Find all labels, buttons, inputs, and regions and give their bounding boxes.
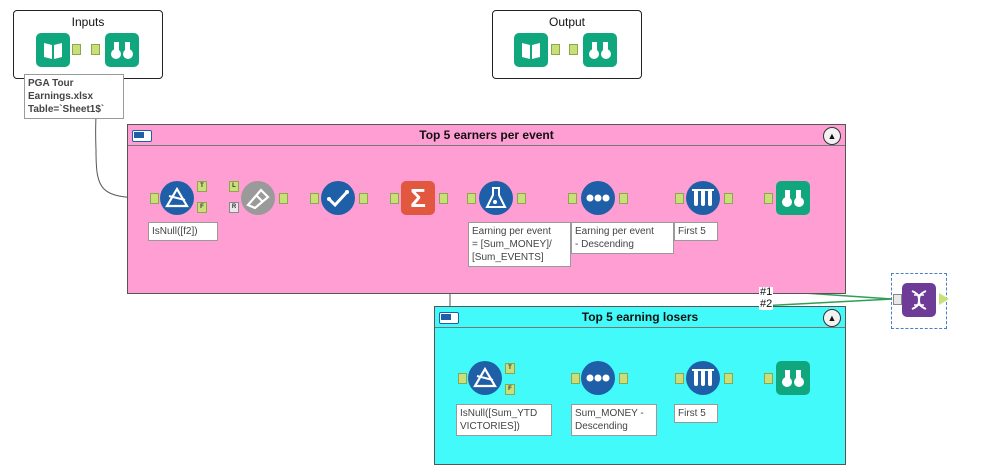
union-input-anchor[interactable] bbox=[893, 294, 902, 305]
sort1-annotation-line2: - Descending bbox=[575, 239, 634, 250]
filter2-false-anchor[interactable]: F bbox=[505, 384, 515, 395]
container-losers-title: Top 5 earning losers bbox=[581, 310, 699, 324]
sort2-annotation: Sum_MONEY - Descending bbox=[571, 404, 657, 436]
output-browse-anchor[interactable] bbox=[569, 44, 578, 55]
formula-annotation-line3: [Sum_EVENTS] bbox=[472, 252, 544, 263]
filter-triangle-icon bbox=[473, 366, 497, 388]
formula-input-anchor[interactable] bbox=[467, 193, 476, 204]
sample1-input-anchor[interactable] bbox=[675, 193, 684, 204]
join-left-anchor[interactable]: L bbox=[229, 181, 239, 192]
sample-tool-1[interactable] bbox=[686, 181, 720, 215]
browse-tool-output[interactable] bbox=[583, 33, 617, 67]
filter-tool-1[interactable] bbox=[160, 181, 194, 215]
container-losers-collapse-button[interactable]: ▲ bbox=[823, 309, 841, 327]
browse2-input-anchor[interactable] bbox=[764, 373, 773, 384]
filter2-annotation-line1: IsNull([Sum_YTD bbox=[460, 408, 538, 419]
browse-input-anchor[interactable] bbox=[91, 44, 100, 55]
browse-tool-inputs[interactable] bbox=[105, 33, 139, 67]
browse-tool-row2[interactable] bbox=[776, 361, 810, 395]
union-connection-label-1: #1 bbox=[759, 286, 774, 298]
summarize-input-anchor[interactable] bbox=[390, 193, 399, 204]
select-tool[interactable] bbox=[321, 181, 355, 215]
sample-tool-2[interactable] bbox=[686, 361, 720, 395]
input-output-anchor[interactable] bbox=[72, 44, 81, 55]
join-icon bbox=[246, 188, 270, 210]
dna-icon bbox=[911, 290, 927, 310]
container-losers-header: Top 5 earning losers ▲ bbox=[435, 307, 845, 328]
inputs-group-title: Inputs bbox=[71, 15, 105, 29]
binoculars-icon bbox=[782, 190, 804, 207]
container-top-title: Top 5 earners per event bbox=[419, 128, 554, 142]
sample2-input-anchor[interactable] bbox=[675, 373, 684, 384]
sort-tool-1[interactable] bbox=[581, 181, 615, 215]
sort2-annotation-line2: Descending bbox=[575, 421, 628, 432]
sort2-annotation-line1: Sum_MONEY - bbox=[575, 408, 644, 419]
select-input-anchor[interactable] bbox=[310, 193, 319, 204]
sort1-input-anchor[interactable] bbox=[568, 193, 577, 204]
browse1-input-anchor[interactable] bbox=[764, 193, 773, 204]
filter1-annotation: IsNull([f2]) bbox=[148, 222, 218, 241]
container-top-toggle[interactable] bbox=[132, 130, 152, 142]
filter2-input-anchor[interactable] bbox=[458, 373, 467, 384]
sort1-annotation: Earning per event - Descending bbox=[571, 222, 674, 254]
sort2-input-anchor[interactable] bbox=[571, 373, 580, 384]
join-right-anchor[interactable]: R bbox=[229, 202, 239, 213]
join-output-anchor[interactable] bbox=[279, 193, 288, 204]
binoculars-icon bbox=[111, 42, 133, 59]
formula-output-anchor[interactable] bbox=[517, 193, 526, 204]
output-tool-anchor[interactable] bbox=[551, 44, 560, 55]
test-tubes-icon bbox=[692, 369, 714, 386]
union-tool[interactable] bbox=[902, 283, 936, 317]
filter2-annotation: IsNull([Sum_YTD VICTORIES]) bbox=[456, 404, 552, 436]
filter1-input-anchor[interactable] bbox=[150, 193, 159, 204]
summarize-output-anchor[interactable] bbox=[439, 193, 448, 204]
input-annotation-line1: PGA Tour bbox=[28, 78, 74, 89]
check-icon bbox=[327, 190, 349, 208]
filter1-true-anchor[interactable]: T bbox=[197, 181, 207, 192]
union-connection-label-2: #2 bbox=[759, 298, 774, 310]
sample1-annotation: First 5 bbox=[674, 222, 718, 241]
filter-triangle-icon bbox=[165, 186, 189, 208]
input-annotation-line3: Table=`Sheet1$` bbox=[28, 104, 105, 115]
test-tubes-icon bbox=[692, 189, 714, 206]
dots-icon bbox=[586, 374, 610, 382]
flask-icon bbox=[485, 187, 507, 208]
book-icon bbox=[44, 43, 62, 59]
input-annotation-line2: Earnings.xlsx bbox=[28, 91, 94, 102]
filter1-false-anchor[interactable]: F bbox=[197, 202, 207, 213]
sample1-output-anchor[interactable] bbox=[724, 193, 733, 204]
sort1-output-anchor[interactable] bbox=[619, 193, 628, 204]
select-output-anchor[interactable] bbox=[359, 193, 368, 204]
binoculars-icon bbox=[589, 42, 611, 59]
join-tool[interactable] bbox=[241, 181, 275, 215]
container-top-header: Top 5 earners per event ▲ bbox=[128, 125, 845, 146]
output-group-title: Output bbox=[548, 15, 586, 29]
book-output-icon bbox=[522, 43, 540, 59]
sort1-annotation-line1: Earning per event bbox=[575, 226, 654, 237]
container-losers-toggle[interactable] bbox=[439, 312, 459, 324]
summarize-tool[interactable]: Σ bbox=[401, 181, 435, 215]
binoculars-icon bbox=[782, 370, 804, 387]
sort2-output-anchor[interactable] bbox=[619, 373, 628, 384]
filter2-true-anchor[interactable]: T bbox=[505, 363, 515, 374]
input-tool-annotation: PGA Tour Earnings.xlsx Table=`Sheet1$` bbox=[24, 74, 124, 119]
formula-annotation: Earning per event = [Sum_MONEY]/ [Sum_EV… bbox=[468, 222, 571, 267]
formula-annotation-line2: = [Sum_MONEY]/ bbox=[472, 239, 552, 250]
formula-tool[interactable] bbox=[479, 181, 513, 215]
filter2-annotation-line2: VICTORIES]) bbox=[460, 421, 520, 432]
input-data-tool[interactable] bbox=[36, 33, 70, 67]
dots-icon bbox=[586, 194, 610, 202]
sample2-annotation: First 5 bbox=[674, 404, 718, 423]
output-data-tool[interactable] bbox=[514, 33, 548, 67]
browse-tool-row1[interactable] bbox=[776, 181, 810, 215]
formula-annotation-line1: Earning per event bbox=[472, 226, 551, 237]
container-top-collapse-button[interactable]: ▲ bbox=[823, 127, 841, 145]
sort-tool-2[interactable] bbox=[581, 361, 615, 395]
sigma-icon: Σ bbox=[410, 183, 426, 213]
union-output-anchor[interactable] bbox=[939, 293, 949, 305]
sample2-output-anchor[interactable] bbox=[724, 373, 733, 384]
filter-tool-2[interactable] bbox=[468, 361, 502, 395]
